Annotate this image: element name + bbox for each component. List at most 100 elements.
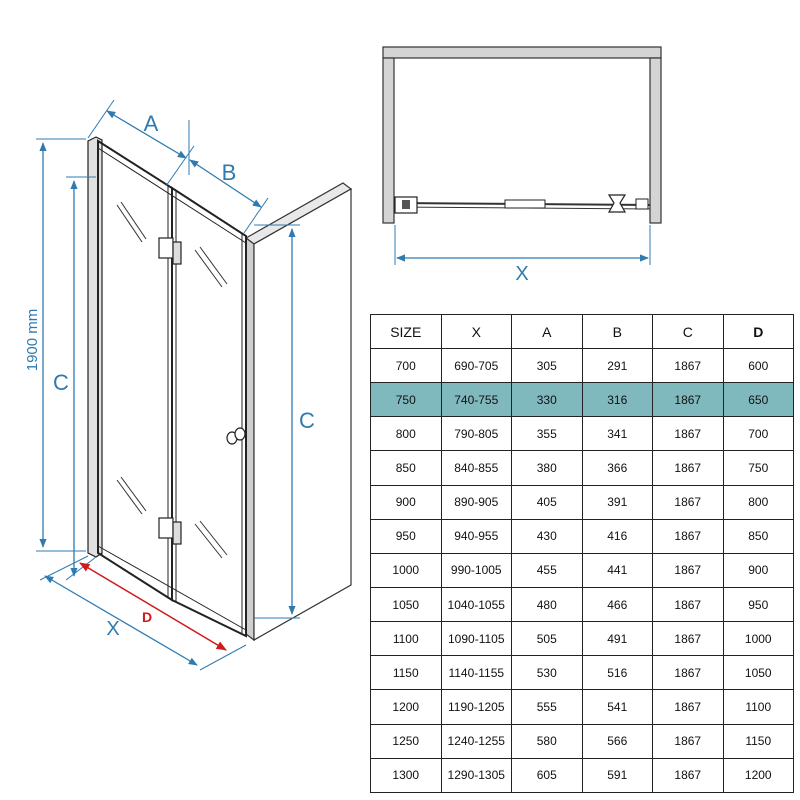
top-view-x-label: X <box>515 263 528 285</box>
height-label: 1900 mm <box>24 309 41 372</box>
table-cell: 1050 <box>722 655 794 691</box>
b-label: B <box>222 160 237 185</box>
table-cell: 700 <box>722 416 794 452</box>
table-cell: 1867 <box>652 518 724 554</box>
d-dimension <box>79 562 227 651</box>
table-cell: 405 <box>511 484 583 520</box>
table-cell: 700 <box>370 347 442 384</box>
table-cell: 800 <box>370 416 442 452</box>
table-cell: 1867 <box>652 689 724 725</box>
table-cell: 330 <box>511 382 583 418</box>
lower-hinge <box>158 517 182 545</box>
table-cell: 605 <box>511 757 583 794</box>
table-cell: 1867 <box>652 655 724 691</box>
table-cell: 900 <box>722 552 794 588</box>
x-label: X <box>106 618 119 640</box>
table-cell: 1290-1305 <box>440 757 512 794</box>
door-panel-right <box>171 186 247 638</box>
table-cell: 1867 <box>652 552 724 588</box>
table-cell: 1867 <box>652 621 724 657</box>
table-cell: 541 <box>581 689 653 725</box>
table-cell: 591 <box>581 757 653 794</box>
table-cell: 1200 <box>722 757 794 794</box>
table-cell: 690-705 <box>440 347 512 384</box>
table-cell: 740-755 <box>440 382 512 418</box>
b-dimension <box>189 159 262 208</box>
table-cell: 580 <box>511 723 583 759</box>
table-cell: 466 <box>581 586 653 623</box>
table-cell: 850 <box>722 518 794 554</box>
table-cell: 1867 <box>652 723 724 759</box>
table-cell: 750 <box>370 382 442 418</box>
table-cell: 1867 <box>652 757 724 794</box>
table-cell: 1100 <box>722 689 794 725</box>
table-cell: 850 <box>370 450 442 486</box>
table-cell: 1040-1055 <box>440 586 512 623</box>
column-header: B <box>581 314 653 349</box>
table-cell: 316 <box>581 382 653 418</box>
column-header: SIZE <box>370 314 442 349</box>
table-cell: 940-955 <box>440 518 512 554</box>
table-cell: 1100 <box>370 621 442 657</box>
table-cell: 1000 <box>370 552 442 588</box>
table-cell: 416 <box>581 518 653 554</box>
table-cell: 341 <box>581 416 653 452</box>
table-cell: 291 <box>581 347 653 384</box>
c-left-label: C <box>53 370 69 395</box>
table-cell: 530 <box>511 655 583 691</box>
table-cell: 430 <box>511 518 583 554</box>
table-cell: 555 <box>511 689 583 725</box>
table-cell: 1867 <box>652 450 724 486</box>
perspective-drawing: 1900 mm C A B C X D <box>24 99 353 671</box>
table-cell: 516 <box>581 655 653 691</box>
table-cell: 1867 <box>652 347 724 384</box>
column-header: D <box>722 314 794 349</box>
table-cell: 650 <box>722 382 794 418</box>
table-cell: 1050 <box>370 586 442 623</box>
table-cell: 950 <box>370 518 442 554</box>
table-cell: 505 <box>511 621 583 657</box>
column-header: X <box>440 314 512 349</box>
top-view-middle-hinge <box>504 199 546 209</box>
table-cell: 1150 <box>722 723 794 759</box>
c-right-label: C <box>299 408 315 433</box>
table-cell: 1867 <box>652 382 724 418</box>
wall-profile <box>87 136 103 558</box>
top-view-back-wall <box>382 46 662 59</box>
table-cell: 1240-1255 <box>440 723 512 759</box>
table-cell: 890-905 <box>440 484 512 520</box>
top-view-right-wall <box>649 57 662 224</box>
table-cell: 1200 <box>370 689 442 725</box>
table-cell: 1000 <box>722 621 794 657</box>
top-view-left-wall <box>382 57 395 224</box>
table-cell: 391 <box>581 484 653 520</box>
table-cell: 355 <box>511 416 583 452</box>
table-cell: 1867 <box>652 586 724 623</box>
table-cell: 1090-1105 <box>440 621 512 657</box>
table-cell: 1300 <box>370 757 442 794</box>
table-cell: 840-855 <box>440 450 512 486</box>
table-cell: 1190-1205 <box>440 689 512 725</box>
table-cell: 900 <box>370 484 442 520</box>
table-cell: 380 <box>511 450 583 486</box>
table-cell: 455 <box>511 552 583 588</box>
a-dimension <box>106 110 187 159</box>
table-cell: 1867 <box>652 416 724 452</box>
table-cell: 1150 <box>370 655 442 691</box>
column-header: A <box>511 314 583 349</box>
table-cell: 800 <box>722 484 794 520</box>
